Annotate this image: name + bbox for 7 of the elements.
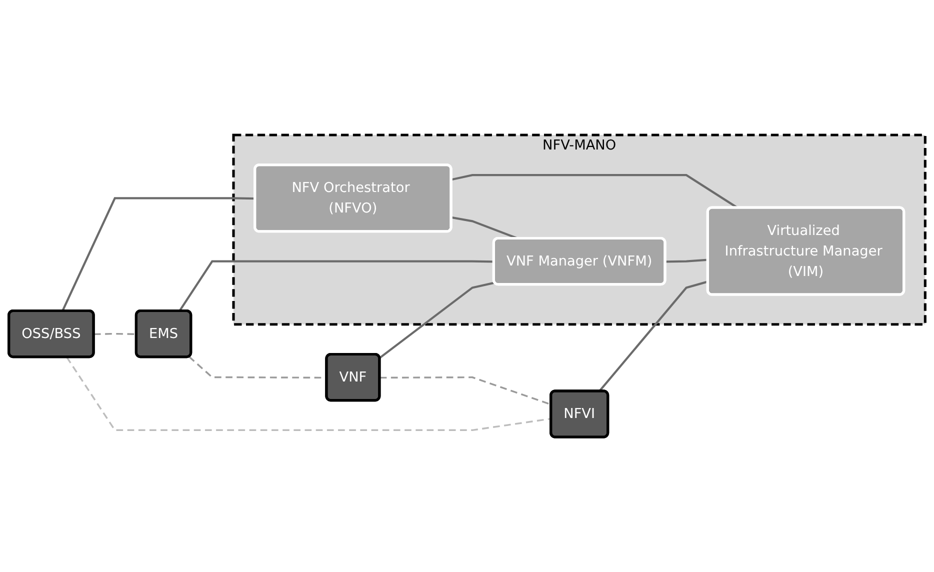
connector	[66, 356, 552, 432]
connector	[178, 260, 494, 312]
connector	[94, 332, 137, 336]
connector	[379, 282, 495, 359]
connector	[61, 197, 256, 312]
connector	[665, 258, 708, 263]
connector	[451, 174, 738, 209]
